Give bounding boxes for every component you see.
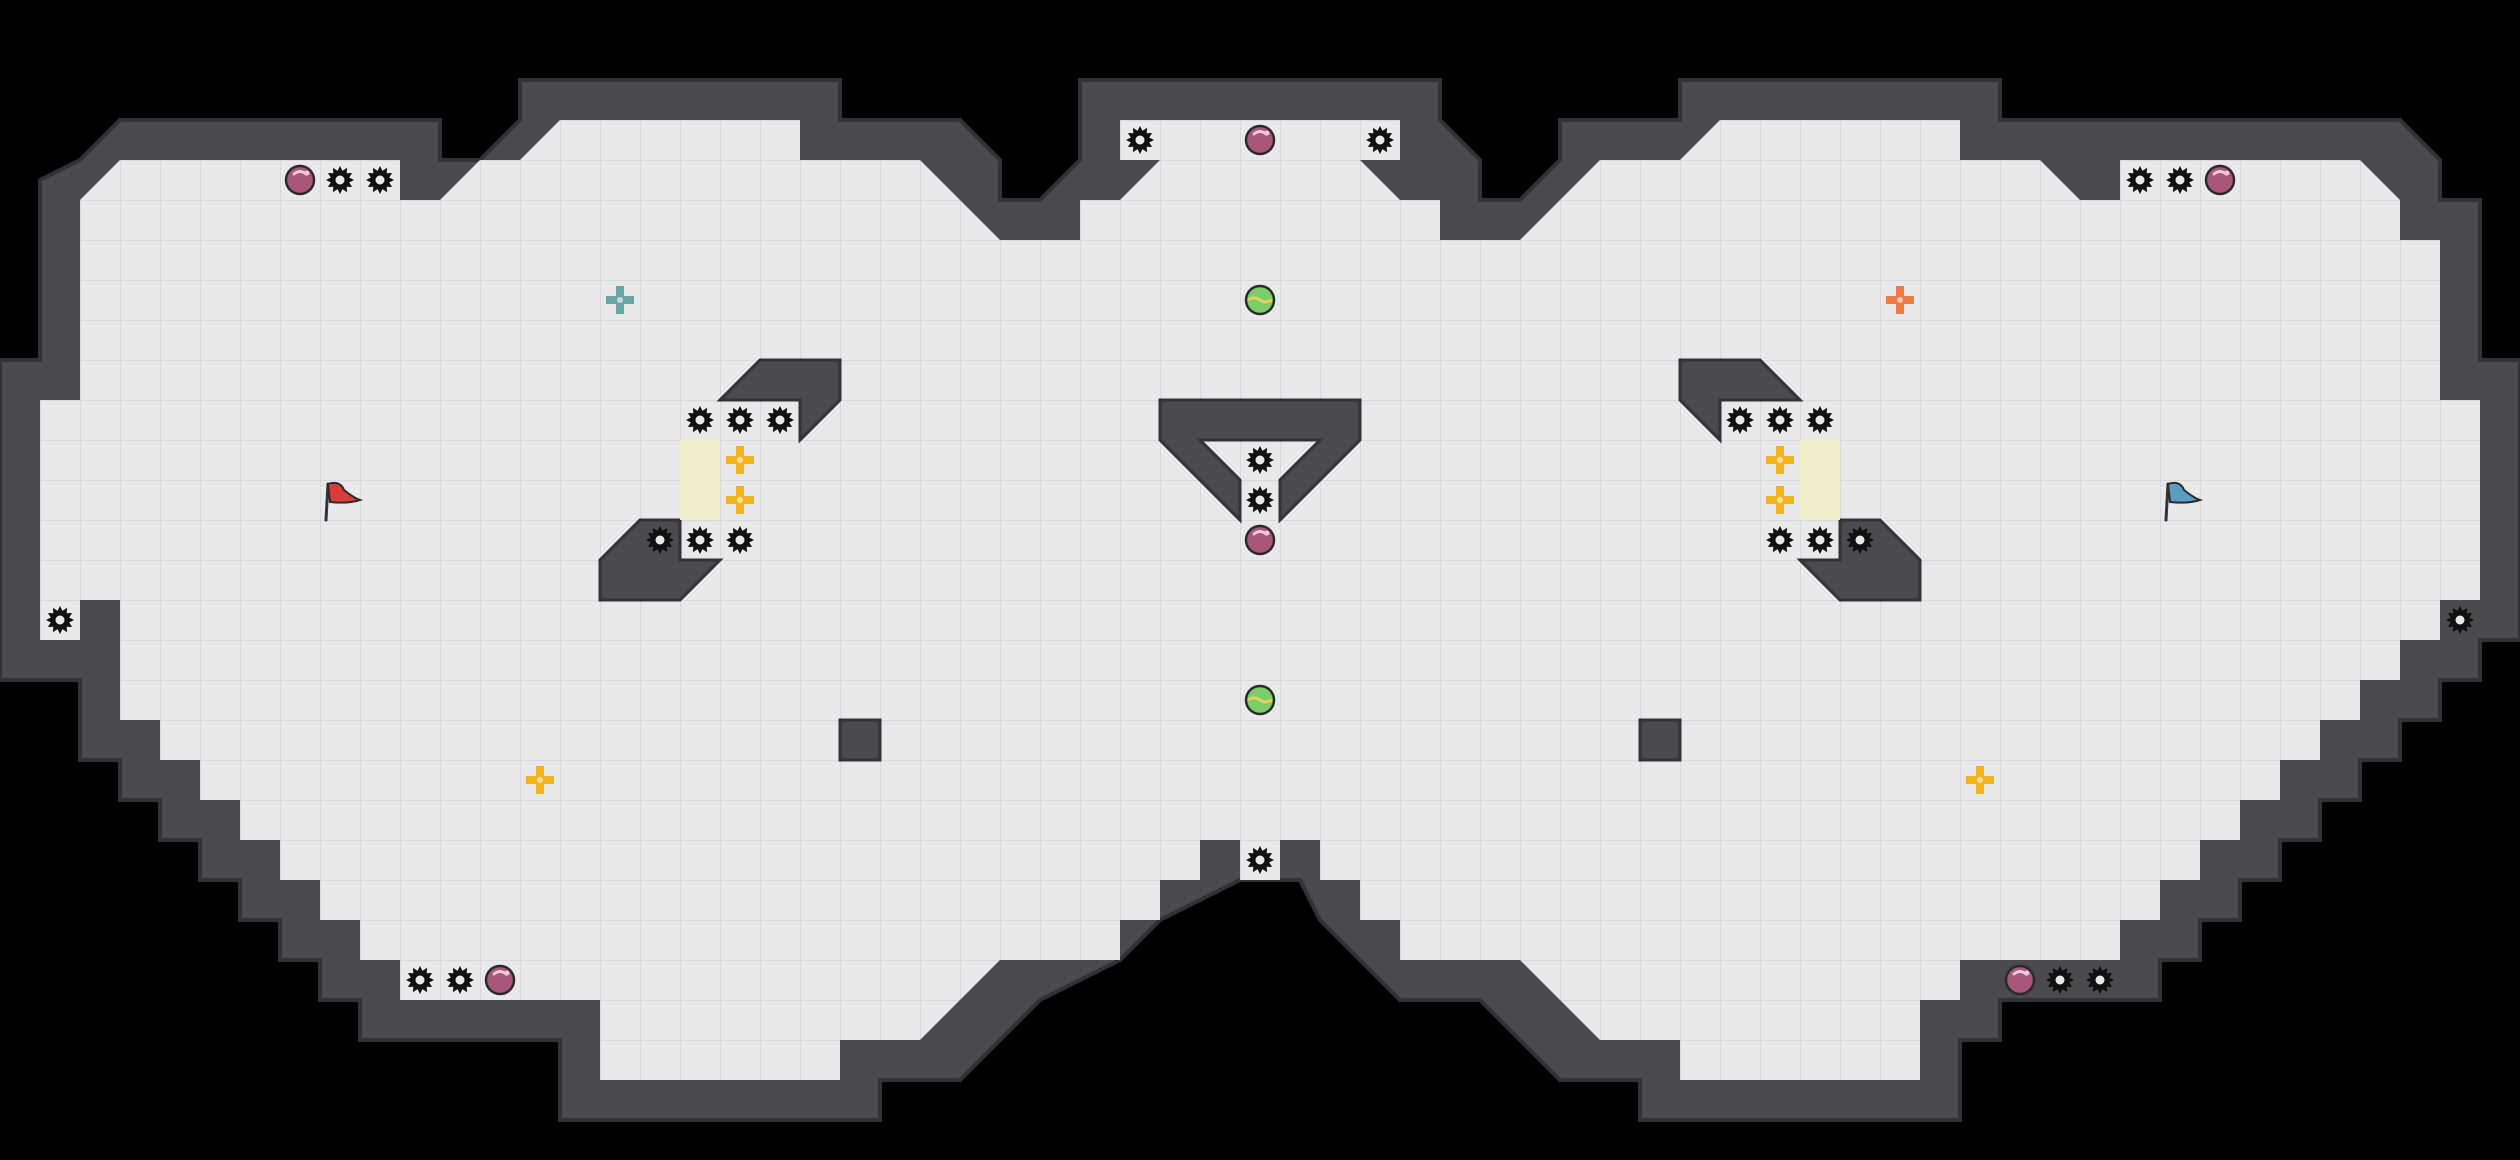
- sawblade-icon: [1766, 526, 1794, 554]
- sawblade-icon: [1726, 406, 1754, 434]
- right-lower-ramp-wall: [1796, 518, 1922, 602]
- highlight-tile: [680, 440, 720, 480]
- plus-powerup-icon: [1886, 286, 1914, 314]
- sawblade-icon: [1246, 486, 1274, 514]
- items-layer: [46, 124, 2474, 996]
- sawblade-icon: [1766, 406, 1794, 434]
- highlight-tile: [680, 480, 720, 520]
- plus-powerup-icon: [1766, 486, 1794, 514]
- arena-floor: [40, 120, 2480, 1080]
- sawblade-icon: [2166, 166, 2194, 194]
- plus-powerup-icon: [726, 486, 754, 514]
- orb-icon: [1244, 684, 1276, 716]
- highlight-tiles-layer: [680, 440, 1840, 520]
- right-pillar-block: [1638, 718, 1682, 762]
- sawblade-icon: [2446, 606, 2474, 634]
- plus-powerup-icon: [1766, 446, 1794, 474]
- plus-powerup-icon: [606, 286, 634, 314]
- sawblade-icon: [1806, 406, 1834, 434]
- highlight-tile: [1800, 480, 1840, 520]
- red-flag-icon: [324, 481, 364, 522]
- sawblade-icon: [686, 406, 714, 434]
- plus-powerup-icon: [526, 766, 554, 794]
- gem-icon: [2004, 964, 2036, 996]
- sawblade-icon: [766, 406, 794, 434]
- sawblade-icon: [686, 526, 714, 554]
- gem-icon: [284, 164, 316, 196]
- sawblade-icon: [2046, 966, 2074, 994]
- highlight-tile: [1800, 440, 1840, 480]
- sawblade-icon: [726, 406, 754, 434]
- sawblade-icon: [2126, 166, 2154, 194]
- obstacles-layer: [598, 358, 1922, 762]
- left-lower-ramp-wall: [598, 518, 724, 602]
- sawblade-icon: [446, 966, 474, 994]
- sawblade-icon: [406, 966, 434, 994]
- plus-powerup-icon: [1966, 766, 1994, 794]
- gem-icon: [1244, 524, 1276, 556]
- left-pillar-block: [838, 718, 882, 762]
- left-upper-ramp-wall: [716, 358, 842, 444]
- gem-icon: [2204, 164, 2236, 196]
- orb-icon: [1244, 284, 1276, 316]
- right-upper-ramp-wall: [1678, 358, 1804, 444]
- sawblade-icon: [326, 166, 354, 194]
- sawblade-icon: [1246, 446, 1274, 474]
- teal-flag-icon: [2164, 481, 2204, 522]
- gem-icon: [1244, 124, 1276, 156]
- plus-powerup-icon: [726, 446, 754, 474]
- sawblade-icon: [366, 166, 394, 194]
- sawblade-icon: [1806, 526, 1834, 554]
- sawblade-icon: [1126, 126, 1154, 154]
- sawblade-icon: [1846, 526, 1874, 554]
- sawblade-icon: [1246, 846, 1274, 874]
- sawblade-icon: [726, 526, 754, 554]
- gem-icon: [484, 964, 516, 996]
- sawblade-icon: [46, 606, 74, 634]
- sawblade-icon: [2086, 966, 2114, 994]
- sawblade-icon: [1366, 126, 1394, 154]
- sawblade-icon: [646, 526, 674, 554]
- center-funnel-wall: [1158, 398, 1362, 524]
